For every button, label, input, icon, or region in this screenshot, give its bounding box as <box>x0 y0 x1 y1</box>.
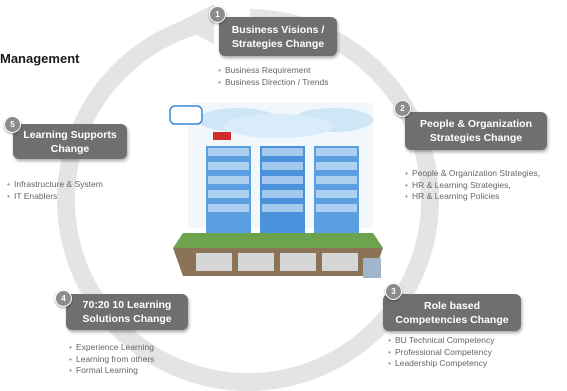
cycle-arrowhead <box>175 4 214 44</box>
step-5-badge: 5 <box>4 116 21 133</box>
step-2-badge: 2 <box>394 100 411 117</box>
step-3-bullet: BU Technical Competency <box>388 335 495 347</box>
step-1-title-line-1: Business Visions / <box>231 23 325 36</box>
step-4-box: 70:20 10 Learning Solutions Change <box>66 294 188 330</box>
step-5-box: Learning Supports Change <box>13 124 127 159</box>
step-4-title-line-2: Solutions Change <box>82 313 172 325</box>
step-2-bullet: HR & Learning Strategies, <box>405 180 540 192</box>
step-4-title-line-1: 70:20 10 Learning <box>82 299 172 311</box>
step-4-bullet: Experience Learning <box>69 342 154 354</box>
step-2-bullets: People & Organization Strategies, HR & L… <box>405 168 540 203</box>
step-3-box: Role based Competencies Change <box>383 294 521 331</box>
step-5-title-line-1: Learning Supports <box>23 128 117 141</box>
step-3-title-line-2: Competencies Change <box>395 313 509 326</box>
step-5-bullet: IT Enablers <box>7 191 103 203</box>
step-4-bullet: Formal Learning <box>69 365 154 377</box>
step-2-bullet: People & Organization Strategies, <box>405 168 540 180</box>
step-4-badge: 4 <box>55 290 72 307</box>
diagram-title: Management <box>0 51 80 66</box>
server-icon <box>363 258 381 278</box>
step-1-badge: 1 <box>209 6 226 23</box>
step-1-title-line-2: Strategies Change <box>231 37 325 50</box>
step-1-box: Business Visions / Strategies Change <box>219 17 337 56</box>
center-illustration <box>169 103 383 278</box>
step-1-bullet: Business Requirement <box>218 65 328 77</box>
step-3-badge: 3 <box>385 283 402 300</box>
step-3-bullets: BU Technical Competency Professional Com… <box>388 335 495 370</box>
step-4-bullet: Learning from others <box>69 354 154 366</box>
step-2-title-line-2: Strategies Change <box>429 132 523 144</box>
step-2-bullet: HR & Learning Policies <box>405 191 540 203</box>
step-2-title-line-1: People & Organization <box>419 118 532 130</box>
step-3-title-line-1: Role based <box>423 299 481 312</box>
step-3-bullet: Leadership Competency <box>388 358 495 370</box>
step-4-bullets: Experience Learning Learning from others… <box>69 342 154 377</box>
step-5-bullet: Infrastructure & System <box>7 179 103 191</box>
logo-icon <box>213 132 231 140</box>
cloud-sign <box>169 105 203 125</box>
step-1-bullet: Business Direction / Trends <box>218 77 328 89</box>
step-1-bullets: Business Requirement Business Direction … <box>218 65 328 88</box>
step-5-bullets: Infrastructure & System IT Enablers <box>7 179 103 202</box>
step-3-bullet: Professional Competency <box>388 347 495 359</box>
step-2-box: People & Organization Strategies Change <box>405 112 547 150</box>
step-5-title-line-2: Change <box>50 142 90 155</box>
